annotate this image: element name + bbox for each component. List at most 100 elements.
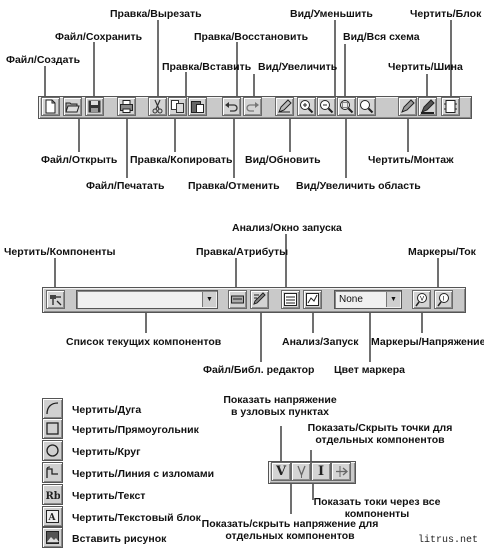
- analysis-run-button[interactable]: [281, 290, 300, 309]
- draw-text-button[interactable]: Rb: [42, 484, 63, 505]
- current-marker-button[interactable]: I: [434, 290, 453, 309]
- draw-tool-label: Чертить/Текст: [72, 490, 146, 502]
- draw-rectangle-button[interactable]: [42, 418, 63, 439]
- paste-icon: [191, 101, 204, 113]
- refresh-view-button[interactable]: [275, 97, 294, 116]
- draw-block-button[interactable]: [441, 97, 460, 116]
- block-icon: [444, 100, 457, 113]
- magnifier-icon: [360, 100, 374, 114]
- paste-button[interactable]: [188, 97, 207, 116]
- print-button[interactable]: [117, 97, 136, 116]
- zoom-in-icon: [300, 100, 314, 114]
- chevron-down-icon[interactable]: ▼: [202, 292, 216, 307]
- undo-arrow-icon: [225, 102, 238, 112]
- label-components-list: Список текущих компонентов: [66, 336, 222, 348]
- voltage-probe-icon: V: [415, 293, 427, 307]
- label-show-node-voltage: Показать напряжение в узловых пунктах: [223, 394, 337, 418]
- redo-button[interactable]: [243, 97, 262, 116]
- label-edit-restore: Правка/Восстановить: [194, 31, 309, 43]
- voltage-marker-button[interactable]: V: [412, 290, 431, 309]
- draw-text-block-button[interactable]: A: [42, 506, 63, 527]
- label-file-save: Файл/Сохранить: [55, 31, 143, 43]
- draw-tool-label: Чертить/Прямоугольник: [72, 424, 199, 436]
- redo-arrow-icon: [246, 102, 259, 112]
- label-view-full: Вид/Вся схема: [343, 31, 420, 43]
- edit-attributes-button[interactable]: [228, 290, 247, 309]
- floppy-disk-icon: [88, 100, 101, 113]
- draw-tool-label: Чертить/Линия с изломами: [72, 468, 215, 480]
- undo-button[interactable]: [222, 97, 241, 116]
- components-icon: [50, 295, 62, 306]
- new-file-button[interactable]: [41, 97, 60, 116]
- zoom-in-button[interactable]: [297, 97, 316, 116]
- insert-picture-button[interactable]: [42, 527, 63, 548]
- draw-bus-button[interactable]: [418, 97, 437, 116]
- show-node-voltage-button[interactable]: V: [271, 462, 291, 481]
- label-edit-paste: Правка/Вставить: [162, 61, 252, 73]
- show-currents-button[interactable]: I: [311, 462, 331, 481]
- library-editor-icon: [253, 292, 266, 305]
- zoom-out-icon: [320, 100, 334, 114]
- label-draw-block: Чертить/Блок: [410, 8, 482, 20]
- label-edit-cut: Правка/Вырезать: [110, 8, 202, 20]
- fit-all-button[interactable]: [357, 97, 376, 116]
- zoom-area-icon: [340, 100, 354, 114]
- label-markers-voltage: Маркеры/Напряжение: [371, 336, 484, 348]
- bus-pencil-icon: [421, 99, 435, 114]
- scissors-icon: [152, 99, 163, 114]
- label-view-zoom-out: Вид/Уменьшить: [290, 8, 373, 20]
- label-marker-color: Цвет маркера: [334, 364, 405, 376]
- cut-button[interactable]: [148, 97, 167, 116]
- printer-icon: [120, 100, 133, 113]
- new-file-icon: [45, 99, 56, 114]
- components-list-combo[interactable]: ▼: [76, 290, 218, 309]
- draw-arc-button[interactable]: [42, 398, 63, 419]
- picture-icon: [46, 531, 59, 544]
- label-view-refresh: Вид/Обновить: [245, 154, 321, 166]
- draw-tool-label: Вставить рисунок: [72, 533, 167, 545]
- probe-window-icon: [306, 293, 319, 306]
- label-file-new: Файл/Создать: [6, 54, 81, 66]
- draw-tool-label: Чертить/Текстовый блок: [72, 512, 201, 524]
- label-draw-wire: Чертить/Монтаж: [368, 154, 454, 166]
- label-file-lib-editor: Файл/Библ. редактор: [203, 364, 315, 376]
- arc-icon: [46, 402, 59, 415]
- library-editor-button[interactable]: [250, 290, 269, 309]
- show-hide-voltage-button[interactable]: [291, 462, 311, 481]
- polyline-icon: [46, 466, 58, 478]
- save-file-button[interactable]: [85, 97, 104, 116]
- text-block-icon: A: [46, 510, 59, 523]
- copy-icon: [171, 100, 184, 113]
- draw-circle-button[interactable]: [42, 440, 63, 461]
- text-icon: Rb: [46, 491, 61, 502]
- svg-text:A: A: [48, 513, 57, 523]
- label-analysis-window: Анализ/Окно запуска: [232, 222, 342, 234]
- simulation-run-icon: [284, 293, 297, 306]
- label-show-hide-voltage: Показать/скрыть напряжение для отдельных…: [201, 518, 379, 542]
- draw-components-button[interactable]: [46, 290, 65, 309]
- rectangle-icon: [46, 422, 59, 435]
- show-hide-current-points-button[interactable]: [331, 462, 351, 481]
- current-probe-icon: I: [437, 293, 449, 307]
- draw-polyline-button[interactable]: [42, 462, 63, 483]
- open-file-button[interactable]: [63, 97, 82, 116]
- label-edit-copy: Правка/Копировать: [130, 154, 233, 166]
- zoom-out-button[interactable]: [317, 97, 336, 116]
- analysis-window-button[interactable]: [303, 290, 322, 309]
- draw-wire-button[interactable]: [398, 97, 417, 116]
- label-show-currents: Показать токи через все компоненты: [313, 496, 441, 520]
- chevron-down-icon[interactable]: ▼: [386, 292, 400, 307]
- voltage-pin-icon: [296, 465, 306, 478]
- marker-color-combo[interactable]: None ▼: [334, 290, 402, 309]
- pencil-icon: [278, 99, 292, 113]
- copy-button[interactable]: [168, 97, 187, 116]
- zoom-area-button[interactable]: [337, 97, 356, 116]
- label-draw-components: Чертить/Компоненты: [4, 246, 116, 258]
- draw-tool-label: Чертить/Круг: [72, 446, 141, 458]
- label-draw-bus: Чертить/Шина: [388, 61, 463, 73]
- marker-color-value: None: [339, 294, 363, 305]
- label-edit-undo: Правка/Отменить: [188, 180, 280, 192]
- draw-tool-label: Чертить/Дуга: [72, 404, 142, 416]
- svg-text:V: V: [420, 296, 425, 303]
